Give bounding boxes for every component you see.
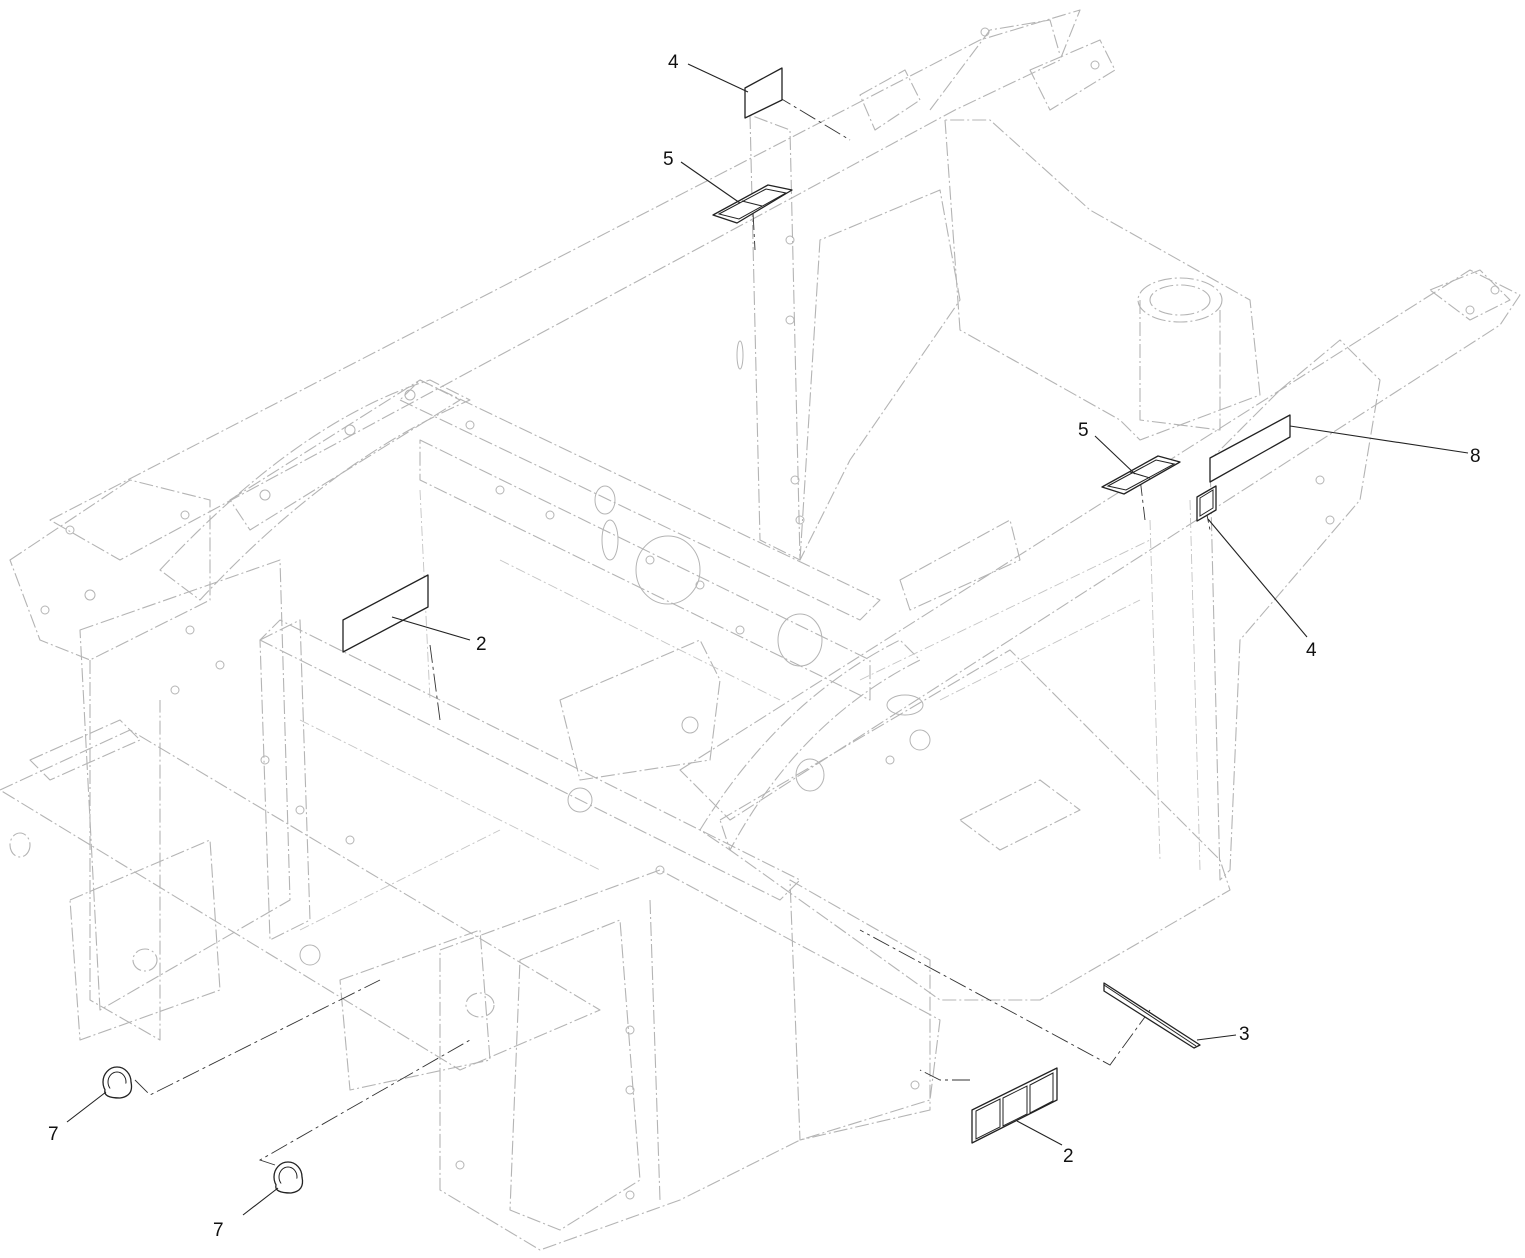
callout-2-left: 2 [476, 634, 487, 655]
decal-2-bottom [971, 1067, 1058, 1144]
bushing-7-left [102, 1066, 133, 1099]
frame-mounting-holes [40, 27, 1500, 1200]
frame-phantom-outline [0, 9, 1521, 1251]
decal-5-right [1101, 455, 1181, 495]
callout-8: 8 [1470, 446, 1481, 467]
callout-4-right: 4 [1306, 640, 1317, 661]
callout-5-top: 5 [663, 149, 674, 170]
decal-4-top [744, 67, 783, 119]
callout-4-top: 4 [668, 52, 679, 73]
decal-5-top [712, 184, 793, 224]
leader-lines [66, 63, 1469, 1216]
callout-3: 3 [1239, 1024, 1250, 1045]
bushing-7-bottom [273, 1161, 304, 1194]
callout-5-right: 5 [1078, 420, 1089, 441]
callout-7-bottom: 7 [213, 1220, 224, 1241]
assembly-dash-paths [134, 94, 1211, 1166]
callout-7-left: 7 [48, 1124, 59, 1145]
callout-2-bottom: 2 [1063, 1146, 1074, 1167]
decal-2-left [342, 574, 429, 653]
decal-4-right [1196, 485, 1217, 522]
decal-3 [1103, 982, 1201, 1049]
callout-labels: 4 5 5 8 4 2 3 2 7 7 [48, 52, 1481, 1241]
decal-8 [1209, 414, 1291, 483]
